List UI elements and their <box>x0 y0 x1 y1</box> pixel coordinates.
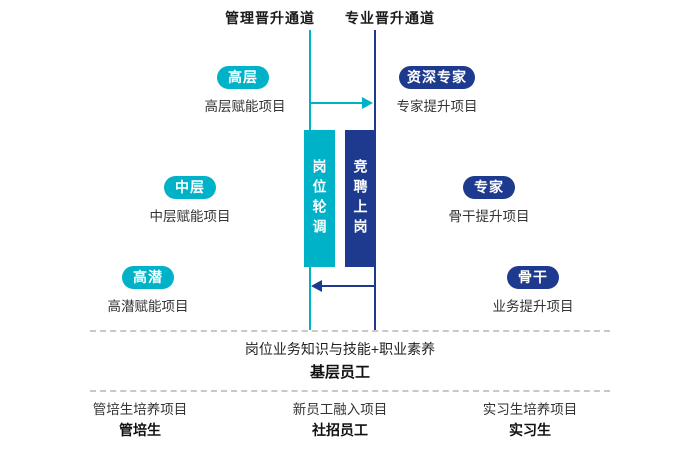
project-backbone: 业务提升项目 <box>492 299 574 314</box>
project-senior-management: 高层赋能项目 <box>204 99 286 114</box>
project-senior-expert: 专家提升项目 <box>396 99 478 114</box>
entry-role-trainee: 管培生 <box>119 422 161 438</box>
professional-channel-title: 专业晋升通道 <box>345 10 435 26</box>
competitive-hiring-bar: 竞聘上岗 <box>345 130 376 267</box>
badge-middle-management: 中层 <box>164 176 216 199</box>
job-rotation-bar: 岗位轮调 <box>304 130 335 267</box>
entry-role-intern: 实习生 <box>509 422 551 438</box>
arrow-right-icon <box>362 97 373 109</box>
badge-senior-management: 高层 <box>217 66 269 89</box>
divider-dashed-bottom <box>90 390 610 392</box>
management-channel-title: 管理晋升通道 <box>225 10 315 26</box>
crossover-arrow-top-line <box>310 102 364 104</box>
divider-dashed-top <box>90 330 610 332</box>
badge-senior-expert: 资深专家 <box>399 66 475 89</box>
badge-backbone: 骨干 <box>507 266 559 289</box>
entry-project-trainee: 管培生培养项目 <box>92 402 188 417</box>
badge-high-potential: 高潜 <box>122 266 174 289</box>
project-middle-management: 中层赋能项目 <box>149 209 231 224</box>
entry-project-intern: 实习生培养项目 <box>482 402 578 417</box>
base-skills-text: 岗位业务知识与技能+职业素养 <box>244 341 436 357</box>
arrow-left-icon <box>311 280 322 292</box>
badge-expert: 专家 <box>463 176 515 199</box>
project-high-potential: 高潜赋能项目 <box>107 299 189 314</box>
entry-project-new-hire: 新员工融入项目 <box>292 402 388 417</box>
base-level-text: 基层员工 <box>309 364 370 381</box>
entry-role-new-hire: 社招员工 <box>312 422 368 438</box>
crossover-arrow-bottom-line <box>321 285 375 287</box>
project-expert: 骨干提升项目 <box>448 209 530 224</box>
